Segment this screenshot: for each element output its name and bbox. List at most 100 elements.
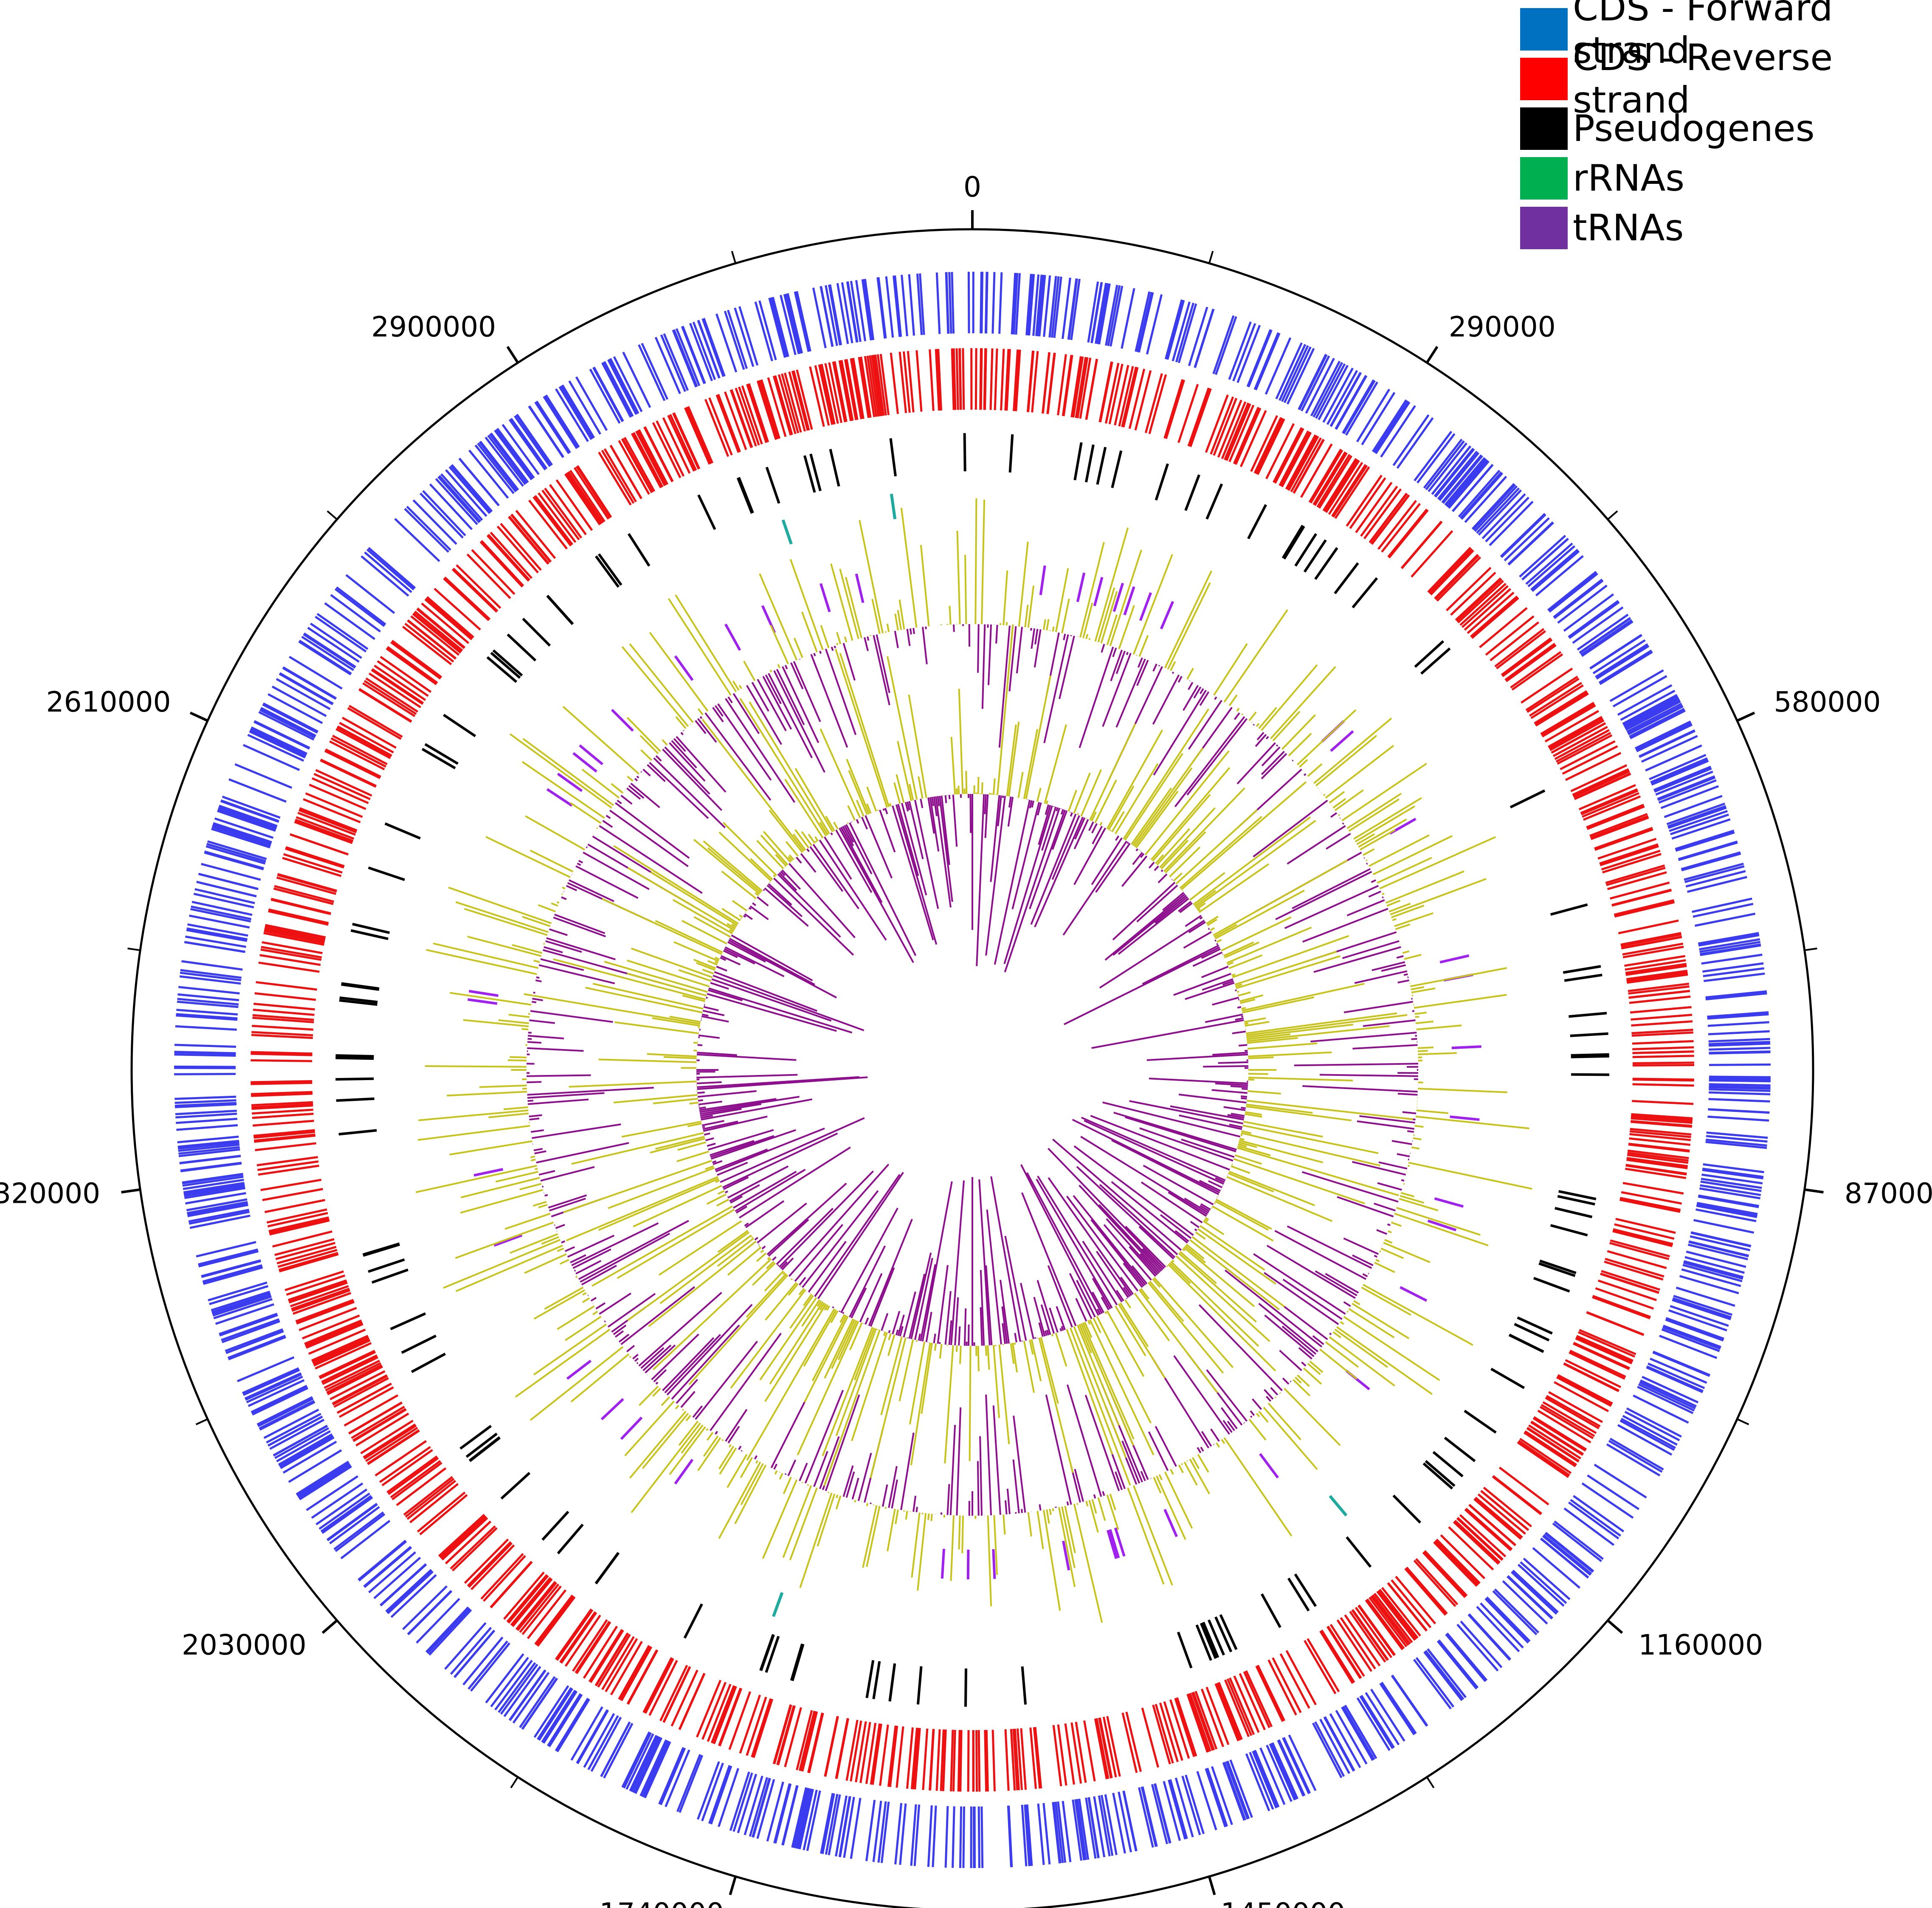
cds-forward-mark bbox=[528, 405, 564, 458]
gc-positive-bar bbox=[862, 1505, 878, 1568]
cds-reverse-mark bbox=[687, 406, 714, 464]
cds-forward-mark bbox=[175, 1025, 237, 1031]
cds-forward-mark bbox=[1654, 767, 1712, 793]
cds-forward-mark bbox=[1568, 600, 1619, 638]
gc-positive-bar bbox=[1352, 1303, 1410, 1340]
cds-reverse-mark bbox=[253, 1131, 315, 1139]
cds-forward-mark bbox=[1342, 379, 1375, 434]
cds-reverse-mark bbox=[1015, 349, 1021, 411]
gc-positive-bar bbox=[1414, 1125, 1424, 1128]
gc-positive-bar bbox=[1361, 1286, 1411, 1316]
cds-forward-mark bbox=[198, 873, 259, 890]
cds-reverse-mark bbox=[589, 1629, 624, 1683]
cds-forward-mark bbox=[187, 1201, 248, 1214]
gc-negative-bar bbox=[985, 796, 1006, 956]
legend-item-forward: CDS - Forward strand bbox=[1520, 0, 1932, 72]
gc-negative-bar bbox=[739, 1146, 851, 1219]
gc-positive-bar bbox=[870, 1337, 907, 1478]
gc-positive-bar bbox=[750, 858, 773, 881]
gc-negative-bar bbox=[696, 1081, 722, 1084]
gc-positive-bar bbox=[787, 856, 793, 862]
gc-negative-bar bbox=[1131, 1265, 1148, 1284]
cds-reverse-mark bbox=[1334, 466, 1370, 519]
cds-forward-mark bbox=[1425, 440, 1465, 490]
cds-reverse-mark bbox=[597, 1634, 631, 1688]
cds-reverse-mark bbox=[788, 371, 806, 432]
gc-negative-bar bbox=[849, 822, 917, 956]
cds-reverse-mark bbox=[1372, 1594, 1411, 1645]
pseudogene-mark bbox=[411, 1353, 446, 1373]
gc-negative-bar bbox=[1185, 982, 1235, 1000]
cds-reverse-mark bbox=[339, 1386, 394, 1418]
gc-positive-bar bbox=[659, 1234, 752, 1304]
pseudogene-mark bbox=[368, 866, 405, 881]
gc-positive-bar bbox=[820, 728, 861, 819]
cds-reverse-mark bbox=[1098, 361, 1113, 422]
gc-positive-bar bbox=[1106, 1494, 1119, 1530]
gc-positive-bar bbox=[1246, 1012, 1397, 1034]
gc-positive-bar bbox=[1181, 1463, 1183, 1466]
cds-reverse-mark bbox=[559, 1611, 597, 1663]
gc-positive-bar bbox=[1123, 708, 1210, 840]
gc-positive-bar bbox=[1215, 1199, 1272, 1230]
cds-reverse-mark bbox=[500, 523, 542, 571]
gc-positive-bar bbox=[836, 1494, 839, 1499]
cds-reverse-mark bbox=[583, 1626, 618, 1679]
cds-forward-mark bbox=[641, 343, 669, 400]
cds-reverse-mark bbox=[1329, 1624, 1365, 1677]
gc-negative-bar bbox=[819, 650, 822, 654]
cds-forward-mark bbox=[213, 822, 272, 844]
cds-reverse-mark bbox=[1114, 365, 1129, 426]
gc-negative-bar bbox=[1037, 802, 1042, 816]
gc-negative-bar bbox=[1036, 1179, 1113, 1309]
cds-reverse-mark bbox=[1200, 1688, 1225, 1747]
gc-negative-bar bbox=[784, 664, 788, 670]
cds-forward-mark bbox=[445, 469, 487, 517]
gc-negative-bar bbox=[766, 1182, 847, 1255]
gc-positive-bar bbox=[871, 599, 881, 634]
gc-positive-bar bbox=[1169, 1262, 1191, 1284]
gc-positive-bar bbox=[443, 1239, 560, 1289]
cds-reverse-mark bbox=[1191, 1692, 1214, 1751]
cds-reverse-mark bbox=[1307, 1638, 1340, 1692]
pseudogene-mark bbox=[1084, 444, 1095, 483]
cds-reverse-mark bbox=[1225, 403, 1251, 461]
cds-reverse-mark bbox=[1057, 354, 1067, 416]
cds-reverse-mark bbox=[1530, 1420, 1584, 1455]
cds-reverse-mark bbox=[1590, 816, 1649, 840]
gc-positive-bar bbox=[769, 1301, 824, 1385]
gc-positive-bar bbox=[1091, 1499, 1097, 1514]
gc-positive-bar bbox=[450, 992, 532, 1006]
gc-positive-bar bbox=[934, 1343, 937, 1351]
gc-negative-bar bbox=[979, 1436, 983, 1516]
cds-forward-mark bbox=[639, 1739, 667, 1796]
cds-reverse-mark bbox=[1465, 1508, 1513, 1551]
gc-negative-bar bbox=[1212, 996, 1239, 1006]
gc-positive-bar bbox=[639, 735, 659, 754]
cds-reverse-mark bbox=[386, 647, 437, 685]
gc-negative-bar bbox=[1352, 1044, 1418, 1050]
cds-reverse-mark bbox=[508, 516, 549, 565]
cds-forward-mark bbox=[1431, 445, 1472, 495]
cds-forward-mark bbox=[279, 673, 333, 706]
cds-forward-mark bbox=[1445, 457, 1487, 507]
cds-reverse-mark bbox=[1574, 772, 1631, 800]
cds-reverse-mark bbox=[1267, 1659, 1297, 1716]
gc-positive-bar bbox=[958, 689, 964, 794]
gc-positive-bar bbox=[1404, 954, 1422, 960]
gc-positive-bar bbox=[793, 638, 803, 658]
cds-reverse-mark bbox=[273, 887, 334, 905]
cds-reverse-mark bbox=[870, 1723, 881, 1785]
gc-positive-bar bbox=[561, 893, 563, 895]
gc-negative-bar bbox=[699, 1098, 777, 1111]
cds-reverse-mark bbox=[569, 470, 606, 522]
gc-negative-bar bbox=[825, 1394, 860, 1492]
cds-reverse-mark bbox=[730, 389, 753, 448]
gc-negative-bar bbox=[1143, 1165, 1214, 1205]
cds-forward-mark bbox=[242, 1369, 300, 1396]
cds-forward-mark bbox=[1146, 294, 1163, 355]
gc-negative-bar bbox=[634, 778, 638, 782]
gc-positive-bar bbox=[773, 874, 776, 878]
pseudogene-mark bbox=[1195, 1624, 1212, 1661]
cds-forward-mark bbox=[177, 1000, 239, 1008]
